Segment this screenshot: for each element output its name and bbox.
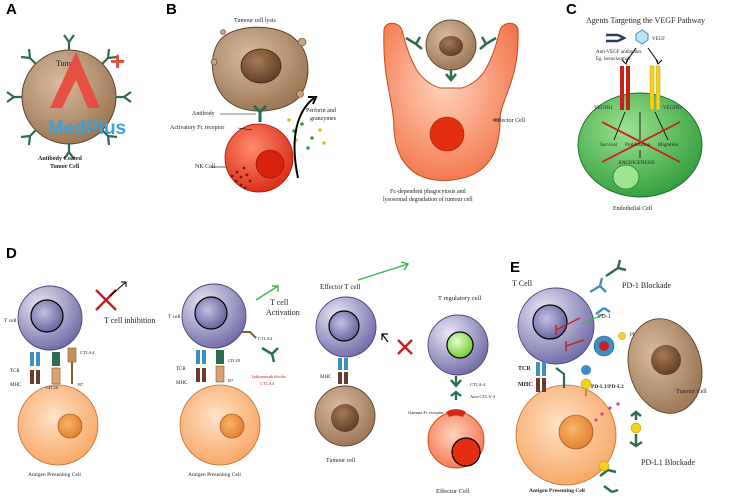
e-t-cell-label: T Cell <box>512 279 533 288</box>
d1-b7-label: B7 <box>78 382 84 387</box>
anti-vegf-antibody <box>606 33 627 43</box>
pdl1-blockade-label: PD-L1 Blockade <box>641 458 695 467</box>
perforin-label-2: granzymes <box>310 116 337 122</box>
d1-apc-label: Antigen Presenting Cell <box>28 472 81 478</box>
endothelial-cell <box>577 65 703 198</box>
pd1-inhibition-signal <box>555 317 585 351</box>
nk-cell <box>224 123 294 193</box>
nk-granules <box>230 166 252 190</box>
d2-activation: T cell TCR MHC CD 28 B7 CTLA4 Ipilimumab… <box>168 283 300 478</box>
pdl1-pdl2-label: PD-L1/PD-L2 <box>591 384 624 390</box>
panel-e-letter: E <box>510 259 520 276</box>
d1-cd28-label: CD 28 <box>46 385 59 390</box>
phago-caption-2: lysosomal degradation of tumour cell <box>383 196 473 203</box>
d2-b7-label: B7 <box>228 378 234 383</box>
panel-c: C Agents Targeting the VEGF Pathway Anti… <box>566 1 705 212</box>
ctla4-3-label: CTLA-4 <box>470 382 486 387</box>
caption-line-2: Tumor Cell <box>50 164 80 170</box>
endothelial-label: Endothelial Cell <box>613 206 652 212</box>
d3-tumour-label: Tumour cell <box>326 458 356 464</box>
perforin-granzymes <box>287 96 326 179</box>
d1-inhibition-label: T cell inhibition <box>104 316 155 325</box>
fc-receptor-label: Activatory Fc receptor <box>170 125 224 131</box>
ipi-label-2: CTLA4 <box>260 381 275 386</box>
effector-cell-phagocyte <box>383 19 519 181</box>
d2-mhc-label: MHC <box>176 381 188 386</box>
ipilimumab-antibody <box>261 346 279 363</box>
e-tumour-label: Tumour Cell <box>676 389 707 395</box>
activation-arrow <box>255 285 279 301</box>
effector-arrow <box>357 261 410 281</box>
release-arrow <box>293 97 315 179</box>
watermark-plus: + <box>110 46 125 76</box>
anti-vegf-label-2: Eg. bevacizumab <box>596 57 631 62</box>
d2-cd28-label: CD 28 <box>228 358 241 363</box>
d2-apc-label: Antigen Presenting Cell <box>188 472 241 478</box>
watermark-logo-mark <box>50 52 100 108</box>
nk-cell-label: NK Cell <box>195 164 215 170</box>
d2-activation-2: Activation <box>266 308 300 317</box>
e-tcr-label: TCR <box>518 366 531 372</box>
perforin-label-1: Perforin and <box>306 107 336 114</box>
e-apc-label: Antigen Presenting Cell <box>529 488 585 494</box>
effector-t-label: Effector T cell <box>320 283 360 291</box>
pd1-label: PD-1 <box>598 314 611 320</box>
panel-d-letter: D <box>6 245 17 262</box>
d2-ctla4-label: CTLA4 <box>258 336 273 341</box>
vegfr1-label: VEGFR1 <box>594 106 613 111</box>
panel-d: D T cell TCR MHC CD 28 B7 CTLA4 T cell i… <box>4 245 496 495</box>
medplus-watermark: + MedPlus <box>48 46 126 139</box>
d2-activation-1: T cell <box>270 298 289 307</box>
pd1-receptor <box>589 277 611 315</box>
lysed-tumour-cell <box>210 26 309 112</box>
d3-cross <box>397 339 413 355</box>
angiogenesis-cross <box>601 121 681 163</box>
panel-b-letter: B <box>166 1 177 18</box>
antibody-label: Antibody <box>192 111 215 117</box>
pd1-blockade-label: PD-1 Blockade <box>622 281 672 290</box>
vegf-hexagon <box>635 29 649 45</box>
vegf-label: VEGF <box>652 37 665 42</box>
phago-caption-1: Fc-dependent phagocytosis and <box>390 189 466 195</box>
vegfr2-label: VEGFR2 <box>663 106 682 111</box>
gamma-fc-label: Gamma Fc receptor <box>408 410 444 415</box>
watermark-text: MedPlus <box>48 118 126 139</box>
surface-antibodies <box>6 34 132 160</box>
d3-treg-depletion: Effector T cell MHC Tumour cell T regula… <box>314 261 496 495</box>
tumour-lysis-label: Tumour cell lysis <box>234 18 276 24</box>
effector-cell-label: Effector Cell <box>494 117 525 124</box>
angiogenesis-label: ANGIOGENESIS <box>618 161 655 166</box>
proliferation-label: Proliferation <box>625 143 651 148</box>
panel-e: E T Cell PD-1 Blockade PD-1 PD-L1 Tumour… <box>510 259 707 494</box>
anti-ctla4-label: Anti-CTLA-4 <box>470 394 496 399</box>
d3-mhc-label: MHC <box>320 375 332 380</box>
panel-c-letter: C <box>566 1 577 18</box>
ipi-label-1: Ipilimumab blocks <box>252 374 286 379</box>
d1-ctla4-label: CTLA4 <box>80 350 95 355</box>
panel-b: B Tumour cell lysis <box>166 1 525 203</box>
d1-tcr-label: TCR <box>10 369 20 374</box>
d3-effector-label: Effector Cell <box>436 488 470 495</box>
panel-a: A Tumo Antibody Coated Tumor Cell <box>6 1 132 170</box>
survival-label: Survival <box>600 143 618 148</box>
caption-line-1: Antibody Coated <box>38 156 83 162</box>
antibody-bridge <box>252 104 268 122</box>
antibody-coated-tumor-cell <box>6 34 132 160</box>
d2-t-cell-label: T cell <box>168 314 181 320</box>
d1-t-cell-label: T cell <box>4 318 17 324</box>
tumor-label: Tumo <box>56 59 75 68</box>
vegf-title: Agents Targeting the VEGF Pathway <box>586 16 705 25</box>
d1-mhc-label: MHC <box>10 383 22 388</box>
migration-label: Migration <box>658 143 678 148</box>
anti-vegf-label-1: Anti-VEGF antibodies <box>596 50 641 55</box>
d2-tcr-label: TCR <box>176 367 186 372</box>
pd1-blockade-antibody <box>605 259 627 278</box>
panel-a-letter: A <box>6 1 17 18</box>
cytokine-dots <box>594 402 620 422</box>
d1-inhibition: T cell TCR MHC CD 28 B7 CTLA4 T cell inh… <box>4 281 155 478</box>
pdl1-blockade-antibodies <box>599 410 643 494</box>
treg-label: T regulatory cell <box>438 295 481 302</box>
e-mhc-label: MHC <box>518 382 533 388</box>
